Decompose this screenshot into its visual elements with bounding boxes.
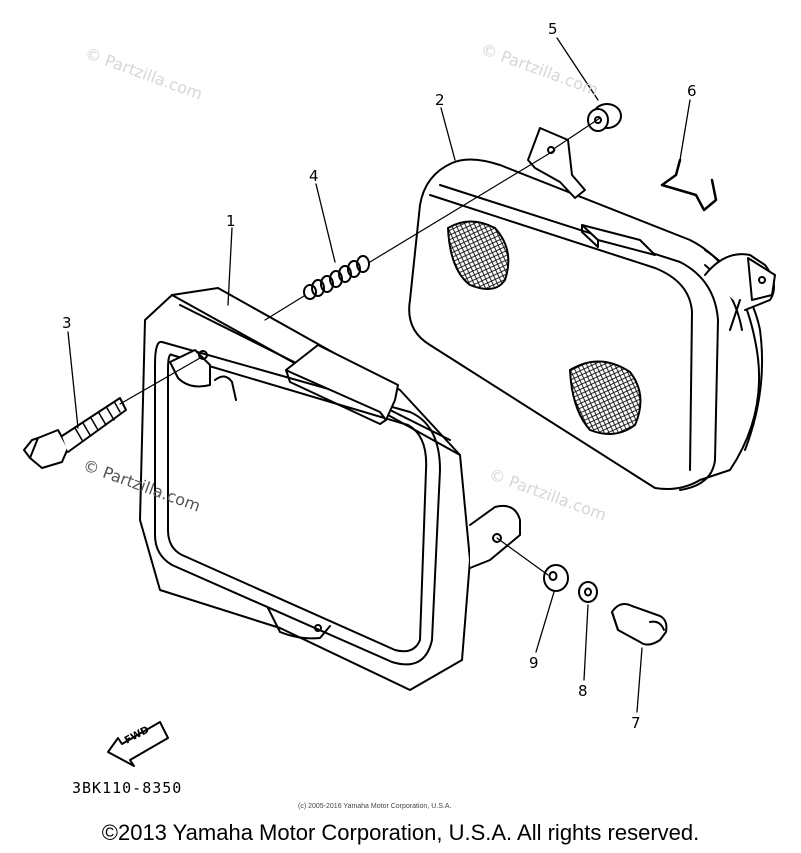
grommet — [587, 103, 622, 132]
callout-9: 9 — [529, 654, 539, 672]
callout-5: 5 — [548, 20, 558, 38]
callout-3: 3 — [62, 314, 72, 332]
headlight-rim — [139, 287, 521, 691]
callout-7: 7 — [631, 714, 641, 732]
callout-8: 8 — [578, 682, 588, 700]
callout-2: 2 — [435, 91, 445, 109]
callout-4: 4 — [309, 167, 319, 185]
fwd-arrow-icon — [107, 721, 169, 767]
assembly-lines — [119, 117, 601, 576]
headlight-unit — [408, 127, 776, 491]
callout-leaders — [67, 37, 691, 713]
adjusting-spring — [303, 255, 370, 300]
footer-copyright: ©2013 Yamaha Motor Corporation, U.S.A. A… — [101, 820, 700, 845]
part-code: 3BK110-8350 — [72, 779, 183, 797]
wire-clip — [660, 158, 718, 212]
washer — [543, 564, 569, 592]
small-copyright: (c) 2005-2016 Yamaha Motor Corporation, … — [298, 803, 452, 810]
callout-6: 6 — [687, 82, 697, 100]
bolt — [23, 397, 127, 469]
callout-1: 1 — [226, 212, 236, 230]
spring-washer — [578, 581, 598, 603]
screw — [611, 603, 668, 646]
